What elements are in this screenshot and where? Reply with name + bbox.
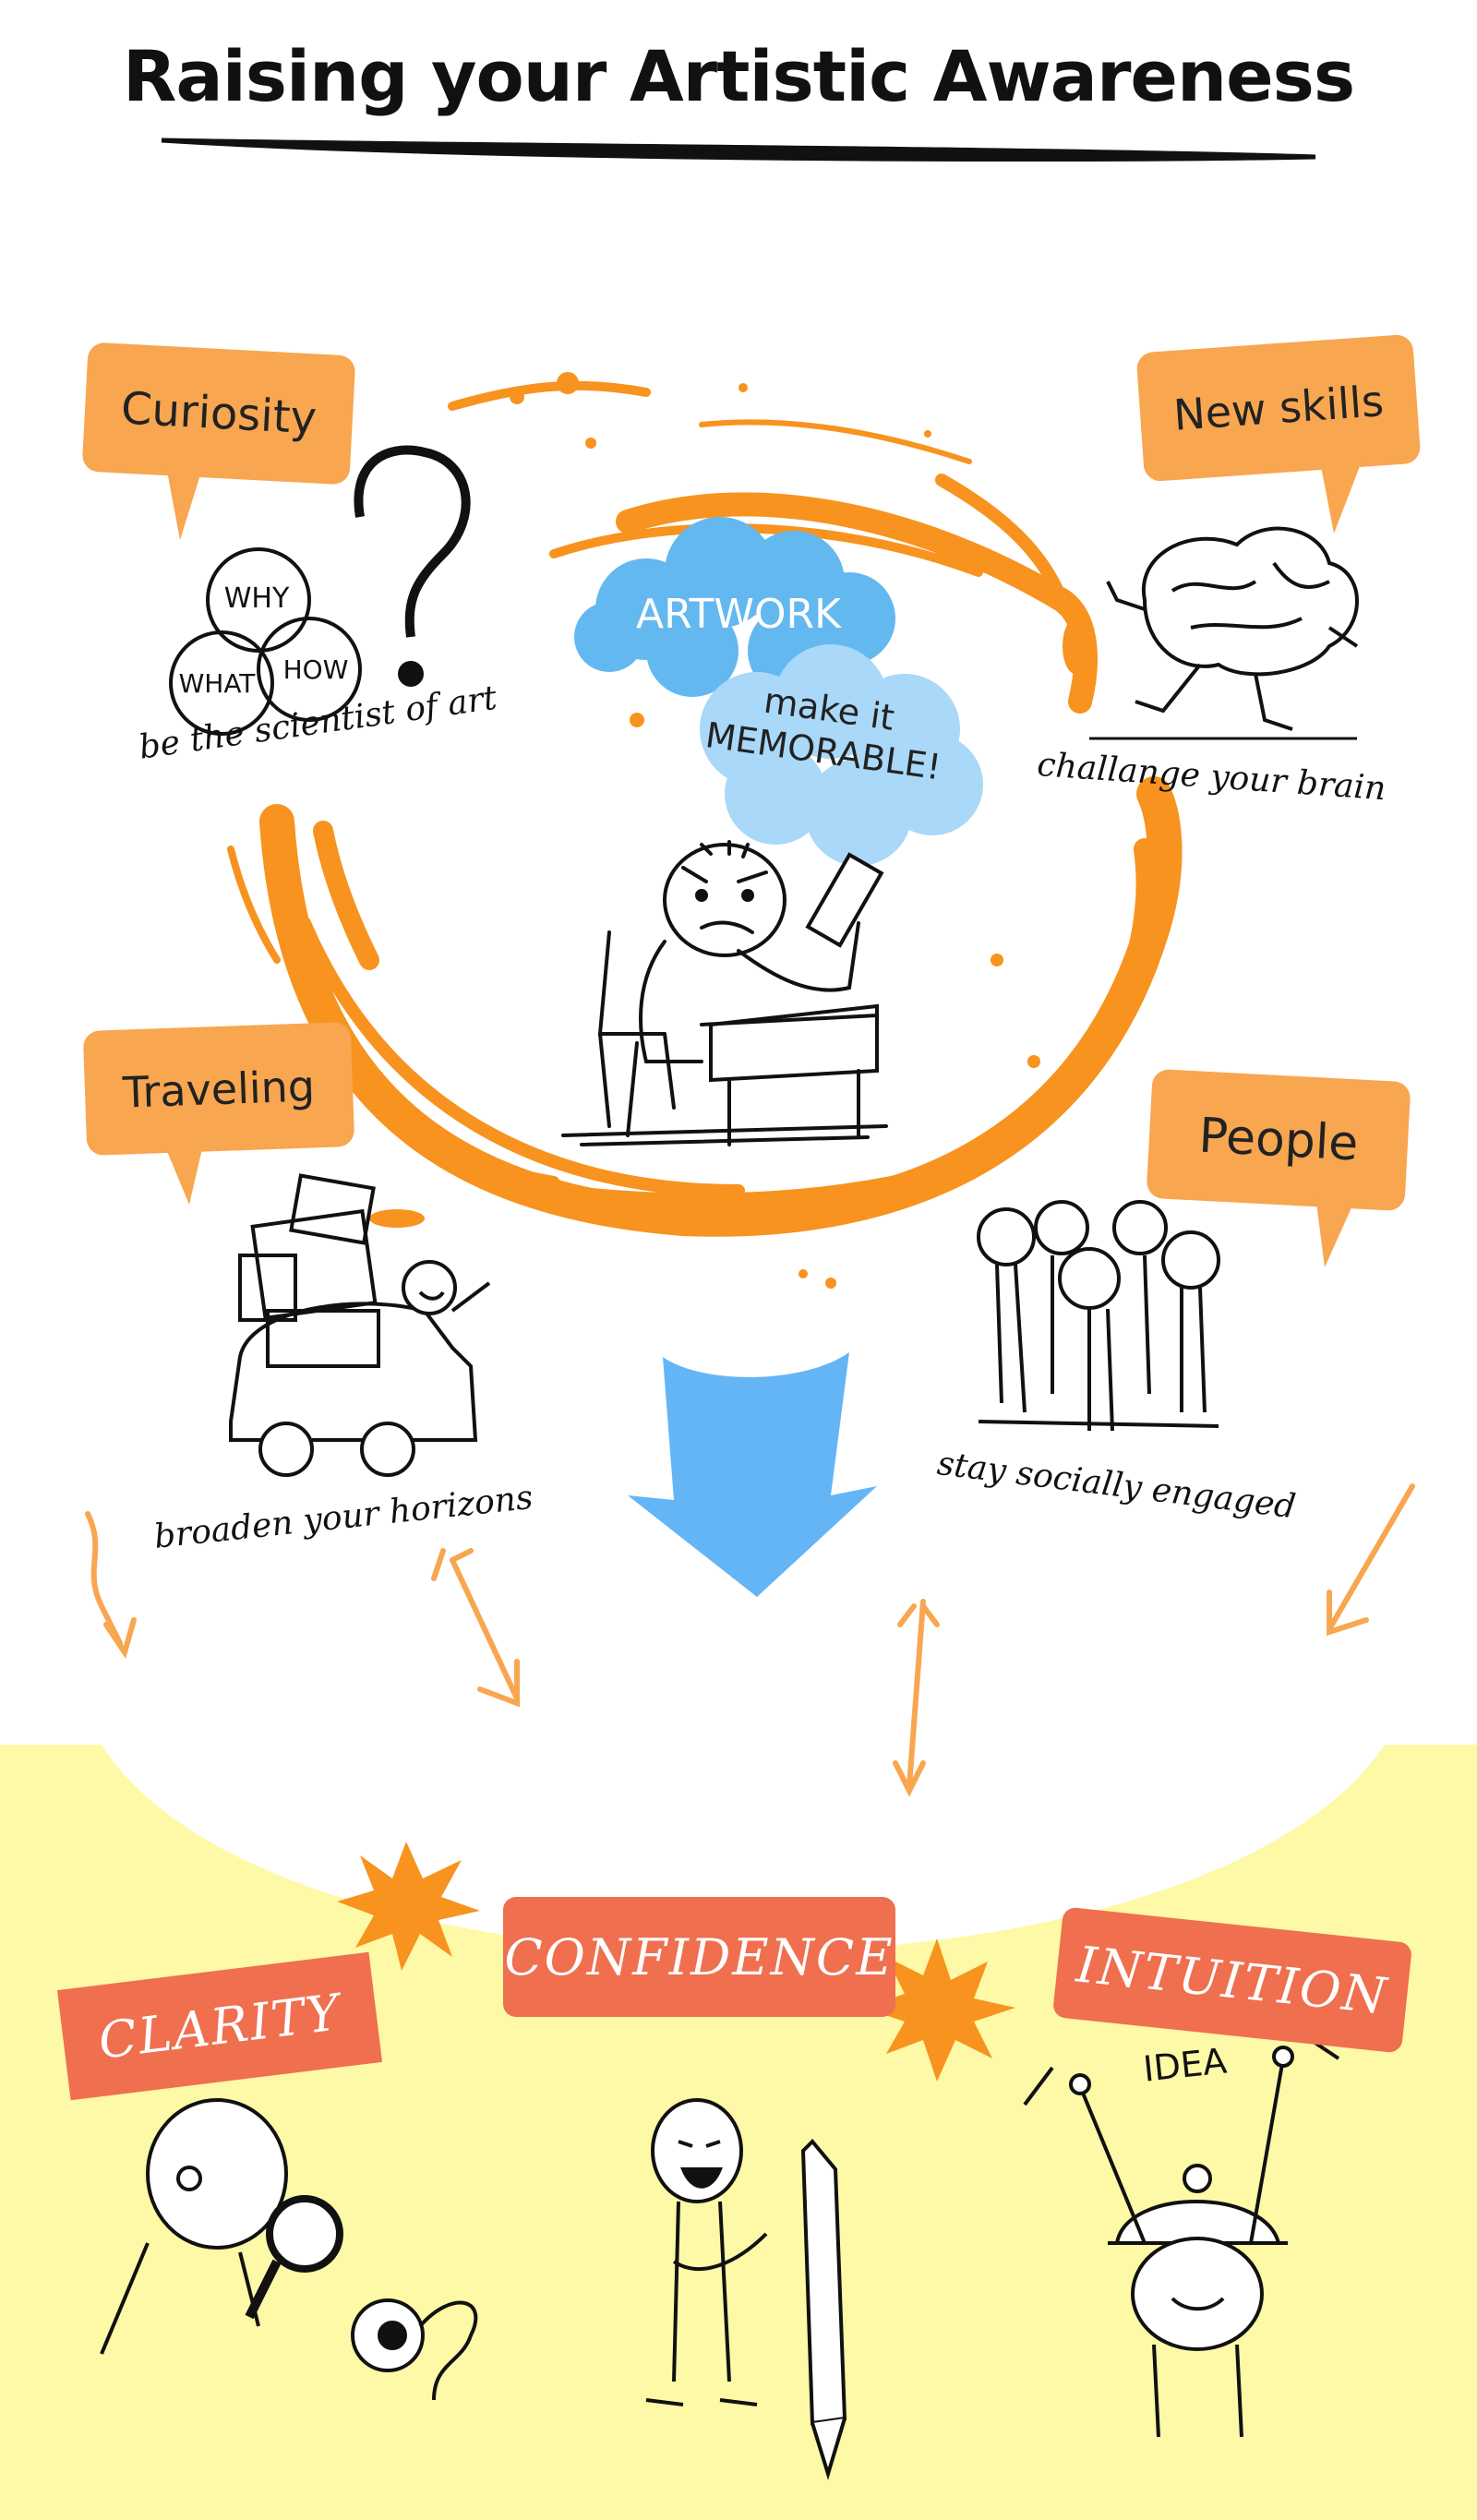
title-underline bbox=[161, 138, 1316, 162]
clarity-label: CLARITY bbox=[95, 1982, 344, 2070]
traveling-bubble-tail bbox=[164, 1145, 203, 1205]
orange-swirl bbox=[227, 380, 1183, 1237]
people-bubble-tail bbox=[1315, 1195, 1357, 1267]
new-skills-bubble-tail bbox=[1320, 462, 1362, 534]
artwork-cloud-label: ARTWORK bbox=[636, 591, 841, 638]
traveling-bubble: Traveling bbox=[82, 1021, 355, 1157]
why-label: WHY bbox=[224, 582, 290, 615]
pencil-figure-sketch bbox=[645, 2098, 847, 2480]
page-title: Raising your Artistic Awareness bbox=[122, 35, 1355, 117]
curiosity-label: Curiosity bbox=[119, 382, 318, 445]
small-orange-arrows bbox=[85, 1483, 1415, 1797]
new-skills-label: New skills bbox=[1171, 376, 1386, 440]
running-brain-sketch bbox=[1089, 526, 1359, 740]
what-label: WHAT bbox=[179, 668, 257, 699]
idea-helmet-sketch bbox=[1023, 2038, 1340, 2438]
curiosity-sketch bbox=[169, 445, 471, 736]
loaded-car-sketch bbox=[229, 1173, 491, 1477]
memorable-cloud bbox=[700, 644, 983, 866]
clarity-burst bbox=[337, 1842, 480, 1971]
confidence-label: CONFIDENCE bbox=[504, 1927, 895, 1986]
traveling-label: Traveling bbox=[122, 1060, 316, 1118]
idea-label: IDEA bbox=[1141, 2040, 1229, 2089]
curiosity-bubble-tail bbox=[166, 466, 203, 540]
big-down-arrow bbox=[628, 1352, 877, 1597]
artist-at-desk-sketch bbox=[561, 840, 888, 1146]
people-bubble: People bbox=[1146, 1068, 1411, 1212]
swirl-splatter bbox=[369, 372, 1088, 1289]
new-skills-bubble: New skills bbox=[1135, 333, 1422, 483]
confidence-ribbon: CONFIDENCE bbox=[503, 1897, 895, 2017]
magnifier-sketch bbox=[100, 2098, 478, 2401]
how-label: HOW bbox=[283, 654, 349, 685]
group-of-people-sketch bbox=[977, 1200, 1220, 1432]
curiosity-bubble: Curiosity bbox=[81, 342, 356, 486]
intuition-label: INTUITION bbox=[1074, 1934, 1391, 2026]
people-label: People bbox=[1197, 1108, 1360, 1172]
confidence-burst bbox=[863, 1938, 1015, 2082]
